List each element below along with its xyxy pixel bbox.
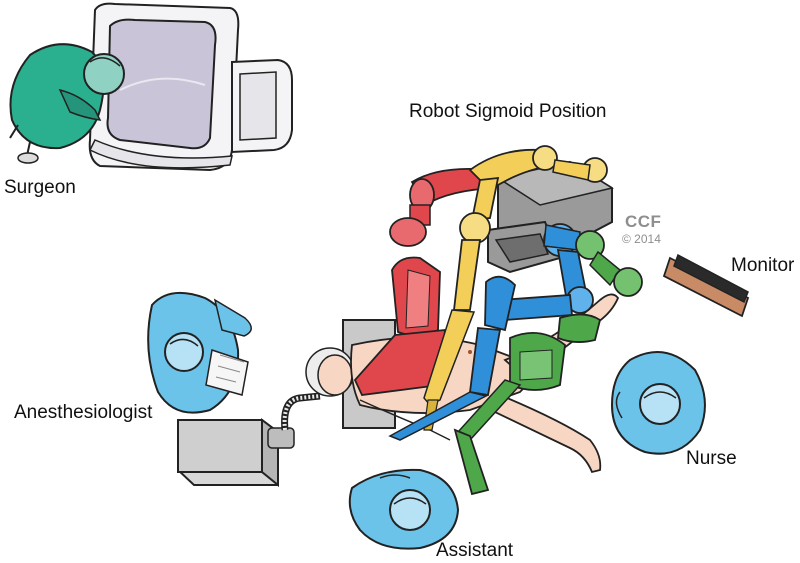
label-assistant: Assistant: [436, 540, 514, 561]
surgeon-figure: [9, 43, 125, 164]
copyright-notice: © 2014: [622, 232, 661, 246]
label-surgeon: Surgeon: [4, 177, 76, 198]
robot-arm-red: [353, 167, 497, 396]
monitor-screen: [662, 253, 750, 318]
robot-arm-yellow: [423, 145, 608, 431]
robot-arm-blue: [388, 223, 594, 441]
label-monitor: Monitor: [731, 255, 795, 276]
surgeon-console: [88, 2, 293, 172]
ccf-watermark: CCF: [625, 212, 662, 231]
diagram-title: Robot Sigmoid Position: [409, 101, 607, 122]
nurse-figure: [610, 351, 706, 455]
robot-arm-green: [453, 230, 643, 496]
assistant-figure: [348, 468, 460, 550]
label-anesthesiologist: Anesthesiologist: [14, 402, 153, 423]
anesthesia-machine: [177, 392, 321, 488]
anesthesiologist-figure: [147, 291, 252, 414]
label-nurse: Nurse: [686, 448, 737, 469]
